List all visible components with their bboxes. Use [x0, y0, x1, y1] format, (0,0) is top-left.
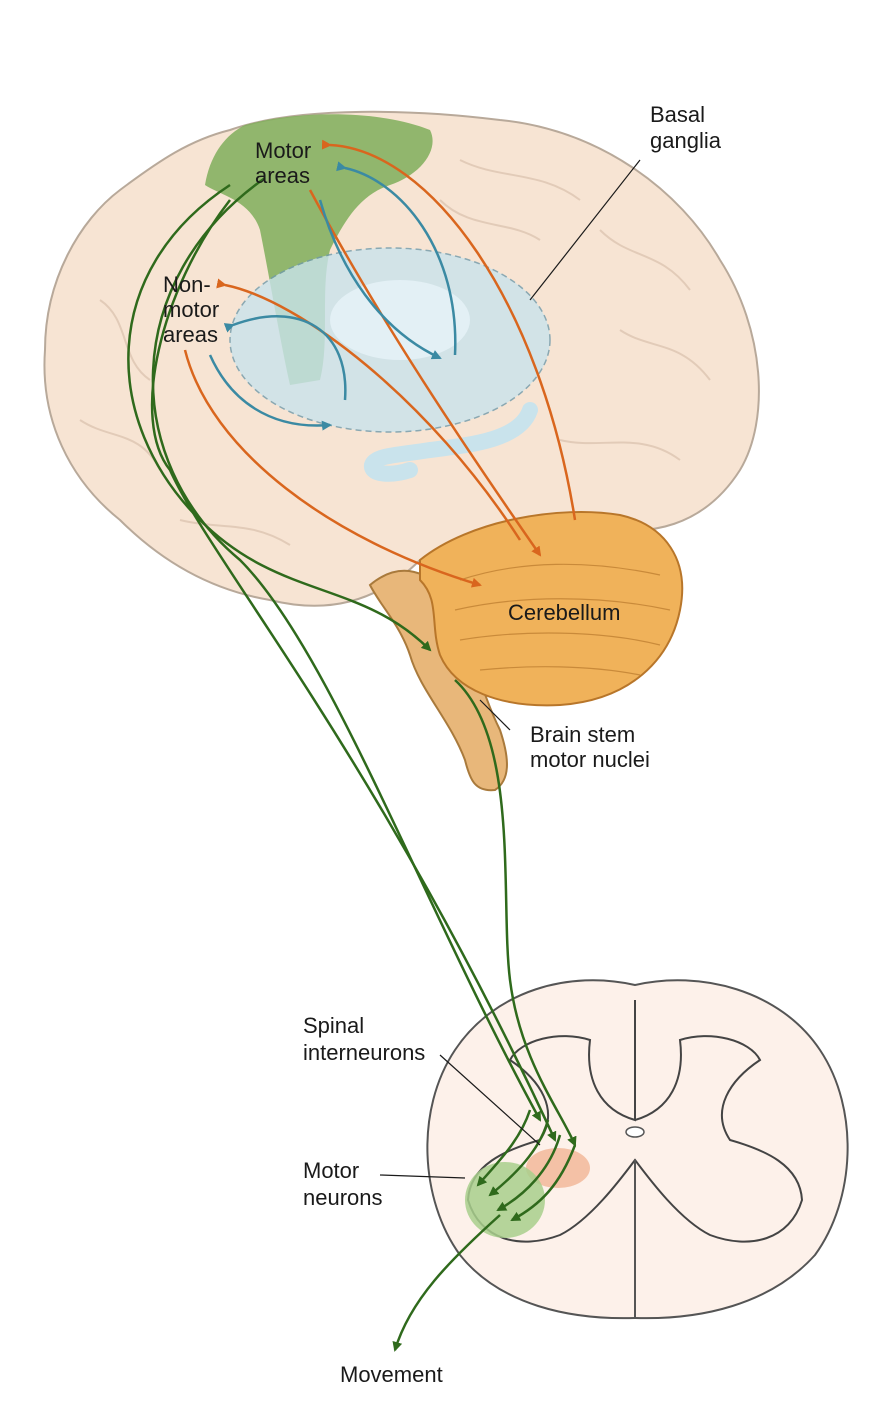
- spinal-interneurons-label-1: Spinal: [303, 1013, 364, 1038]
- cerebellar-pathways: [183, 139, 577, 588]
- basal-ganglia-label-1: Basal: [650, 102, 705, 127]
- nonmotor-label-2: motor: [163, 297, 219, 322]
- basal-ganglia-inner: [330, 280, 470, 360]
- descending-motor-pathways: [127, 176, 577, 1352]
- leader-lines: [379, 159, 641, 1179]
- spinal-cord: [426, 979, 849, 1320]
- motor-areas-label-1: Motor: [255, 138, 311, 163]
- brainstem-label-1: Brain stem: [530, 722, 635, 747]
- motor-areas-region: [205, 114, 433, 386]
- spinal-interneurons-region: [526, 1148, 590, 1188]
- basal-ganglia-pathways: [208, 161, 457, 431]
- nonmotor-label-1: Non-: [163, 272, 211, 297]
- movement-label: Movement: [340, 1362, 443, 1387]
- motor-neurons-label-1: Motor: [303, 1158, 359, 1183]
- brainstem-label-2: motor nuclei: [530, 747, 650, 772]
- motor-areas-label-2: areas: [255, 163, 310, 188]
- motor-neurons-region: [465, 1162, 545, 1238]
- nonmotor-label-3: areas: [163, 322, 218, 347]
- motor-neurons-label-2: neurons: [303, 1185, 383, 1210]
- cerebellum-folia: [454, 563, 671, 676]
- basal-ganglia-label-2: ganglia: [650, 128, 722, 153]
- spinal-interneurons-label-2: interneurons: [303, 1040, 425, 1065]
- basal-ganglia-tail: [364, 402, 538, 482]
- central-canal: [625, 1126, 645, 1138]
- cerebellum-label: Cerebellum: [508, 600, 621, 625]
